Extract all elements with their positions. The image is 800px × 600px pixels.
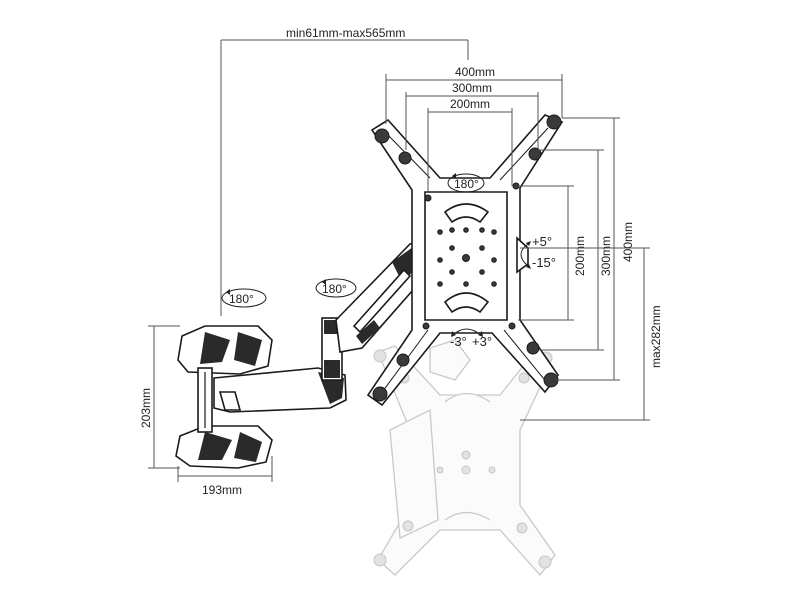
vesa-height-200-label: 200mm: [573, 236, 587, 276]
dimension-vesa-heights: 200mm 300mm 400mm: [518, 117, 635, 381]
arm-swivel-label: 180°: [322, 282, 347, 296]
ghost-mount-plate: [373, 339, 556, 577]
dimension-extension: min61mm-max565mm: [220, 26, 469, 316]
tilt-down-label: -15°: [532, 255, 556, 270]
rotation-arm-indicator: 180°: [315, 278, 357, 298]
vesa-width-400-label: 400mm: [455, 65, 495, 79]
level-left-label: -3°: [450, 334, 467, 349]
height-shift-label: max282mm: [649, 305, 663, 368]
rotation-plate-indicator: 180°: [447, 173, 485, 193]
vesa-plate: [366, 114, 564, 407]
vesa-height-300-label: 300mm: [599, 236, 613, 276]
wall-plate-width-label: 193mm: [202, 483, 242, 497]
wall-plate-height-label: 203mm: [139, 388, 153, 428]
vesa-width-200-label: 200mm: [450, 97, 490, 111]
tilt-up-label: +5°: [532, 234, 552, 249]
tilt-indicator: +5° -15°: [520, 234, 556, 270]
wall-swivel-label: 180°: [229, 292, 254, 306]
dimension-height-shift: max282mm: [520, 247, 663, 421]
extension-label: min61mm-max565mm: [286, 26, 405, 40]
plate-rotation-label: 180°: [454, 177, 479, 191]
dimension-vesa-widths: 400mm 300mm 200mm: [385, 65, 563, 192]
dimension-wall-plate: 203mm 193mm: [139, 325, 273, 497]
level-indicator: -3° +3°: [450, 328, 492, 349]
level-right-label: +3°: [472, 334, 492, 349]
wall-plate: [175, 325, 273, 469]
vesa-width-300-label: 300mm: [452, 81, 492, 95]
rotation-wall-indicator: 180°: [221, 288, 267, 308]
vesa-height-400-label: 400mm: [621, 222, 635, 262]
